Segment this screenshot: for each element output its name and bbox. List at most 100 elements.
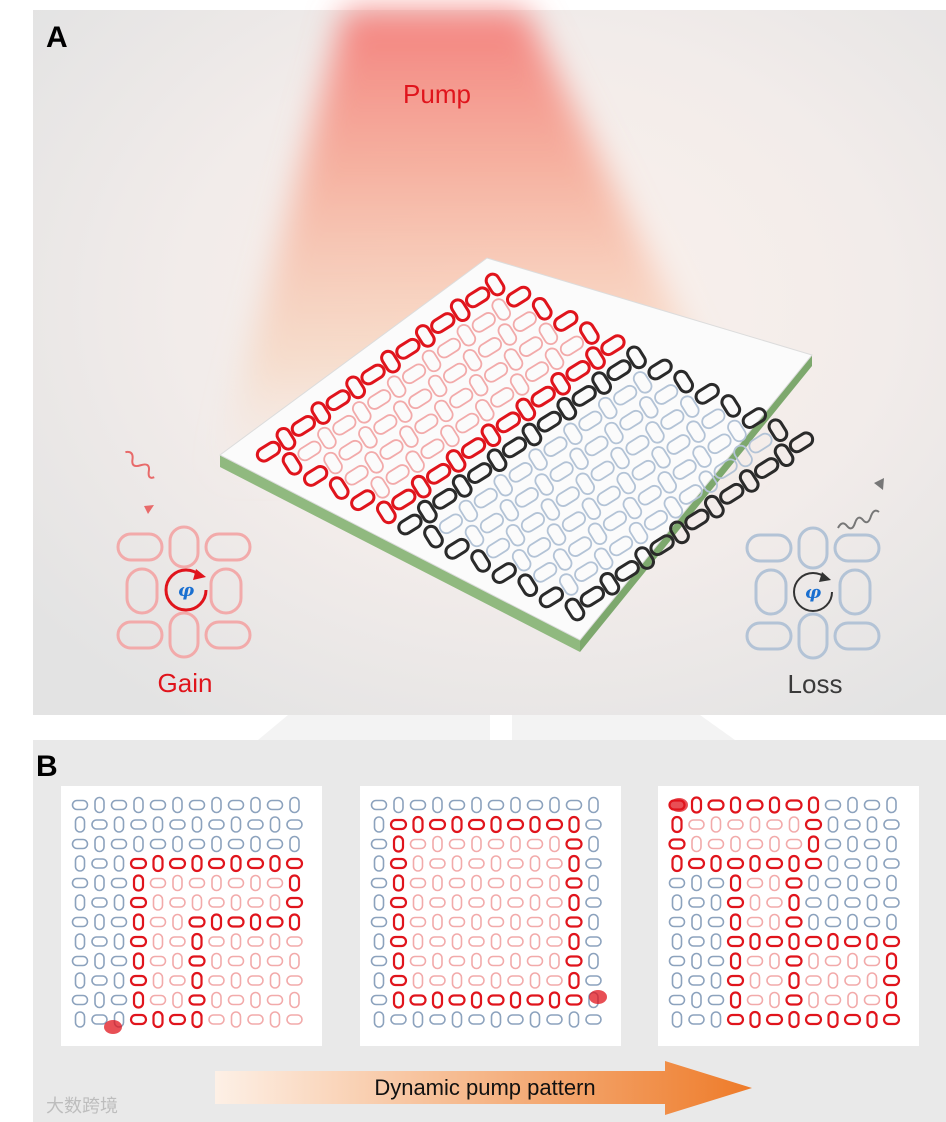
chip-resonator-ring <box>499 498 520 522</box>
resonator-ring <box>471 874 482 892</box>
resonator-ring <box>74 972 86 989</box>
resonator-ring <box>392 952 405 970</box>
unit-cell-ring <box>204 532 252 562</box>
chip-resonator-ring <box>606 359 632 382</box>
resonator-ring <box>129 896 148 909</box>
resonator-ring <box>710 816 722 833</box>
panel-b-letter: B <box>36 750 58 783</box>
chip-resonator-ring <box>598 396 618 420</box>
resonator-ring <box>885 991 898 1009</box>
resonator-ring <box>227 916 245 928</box>
resonator-ring <box>191 932 203 951</box>
resonator-ring <box>808 874 819 892</box>
resonator-ring <box>152 816 164 833</box>
chip-resonator-ring <box>686 420 706 443</box>
resonator-ring <box>788 932 800 951</box>
resonator-ring <box>707 877 725 889</box>
chip-resonator-ring <box>456 323 477 347</box>
chip-resonator-ring <box>571 385 597 407</box>
resonator-ring <box>428 818 447 831</box>
chip-resonator-ring <box>738 469 760 493</box>
chip-resonator-ring <box>600 334 626 357</box>
resonator-ring <box>451 855 463 872</box>
resonator-ring <box>546 858 563 869</box>
resonator-ring <box>691 991 702 1009</box>
chip-resonator-ring <box>475 398 495 422</box>
resonator-ring <box>172 835 183 853</box>
resonator-ring <box>668 916 686 928</box>
resonator-ring <box>409 955 427 967</box>
chip-resonator-ring <box>323 451 343 475</box>
resonator-ring <box>588 835 599 853</box>
resonator-ring <box>208 819 225 830</box>
resonator-ring <box>882 935 901 948</box>
resonator-ring <box>432 835 443 853</box>
resonator-ring <box>886 835 897 853</box>
resonator-ring <box>568 971 580 990</box>
chip-resonator-ring <box>639 396 659 419</box>
resonator-ring <box>230 972 242 989</box>
chip-resonator-ring <box>345 375 367 400</box>
chip-resonator-ring <box>543 436 568 457</box>
resonator-ring <box>471 796 482 814</box>
resonator-ring <box>227 877 245 889</box>
resonator-ring <box>847 796 858 814</box>
resonator-ring <box>448 955 466 967</box>
chip-resonator-ring <box>393 400 413 423</box>
chip-resonator-ring <box>626 345 647 370</box>
resonator-ring <box>565 994 583 1006</box>
resonator-ring <box>490 1011 502 1028</box>
chip-resonator-ring <box>480 423 502 448</box>
resonator-ring <box>389 818 408 831</box>
resonator-ring <box>843 935 862 948</box>
resonator-ring <box>490 972 502 989</box>
resonator-ring <box>804 857 823 870</box>
resonator-ring <box>432 796 443 814</box>
chip <box>219 257 815 652</box>
resonator-ring <box>510 874 521 892</box>
resonator-ring <box>507 897 524 908</box>
resonator-ring <box>824 916 842 928</box>
resonator-ring <box>266 994 284 1006</box>
resonator-ring <box>886 796 897 814</box>
chip-resonator-ring <box>352 401 372 424</box>
resonator-ring <box>169 819 186 830</box>
chip-resonator-ring <box>517 573 539 598</box>
chip-resonator-ring <box>434 399 454 423</box>
resonator-ring <box>546 897 563 908</box>
resonator-ring <box>207 857 226 870</box>
resonator-ring <box>548 991 561 1009</box>
chip-resonator-ring <box>549 461 574 482</box>
resonator-ring <box>769 913 780 931</box>
resonator-ring <box>468 897 485 908</box>
chip-resonator-ring <box>430 312 456 334</box>
resonator-ring <box>188 955 206 967</box>
resonator-ring <box>526 877 544 889</box>
resonator-ring <box>788 893 800 912</box>
resonator-ring <box>172 874 183 892</box>
resonator-ring <box>749 1010 761 1029</box>
resonator-ring <box>827 894 839 911</box>
chip-resonator-ring <box>508 462 533 483</box>
resonator-ring <box>565 877 583 889</box>
chip-resonator-ring <box>666 434 691 455</box>
resonator-ring <box>788 1010 800 1029</box>
resonator-ring <box>113 816 125 833</box>
resonator-ring <box>230 816 242 833</box>
resonator-ring <box>390 1014 407 1025</box>
resonator-ring <box>172 913 183 931</box>
chip-resonator-ring <box>495 411 522 434</box>
chip-resonator-array <box>255 272 815 622</box>
resonator-ring <box>545 818 564 831</box>
resonator-ring <box>247 936 264 947</box>
resonator-ring <box>490 933 502 950</box>
outgoing-photon-arrowhead <box>874 478 884 490</box>
chip-resonator-ring <box>684 508 710 531</box>
resonator-ring <box>588 796 599 814</box>
resonator-ring <box>152 972 164 989</box>
resonator-ring <box>110 877 128 889</box>
resonator-ring <box>487 916 505 928</box>
chip-resonator-ring <box>402 363 427 385</box>
resonator-ring <box>91 819 108 830</box>
resonator-ring <box>149 994 167 1006</box>
